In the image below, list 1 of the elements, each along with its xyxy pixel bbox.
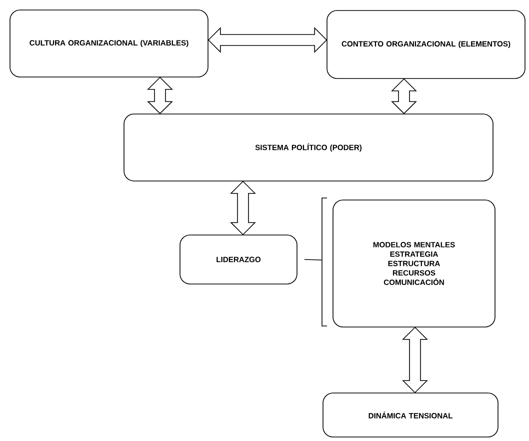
connector-line bbox=[304, 259, 322, 260]
